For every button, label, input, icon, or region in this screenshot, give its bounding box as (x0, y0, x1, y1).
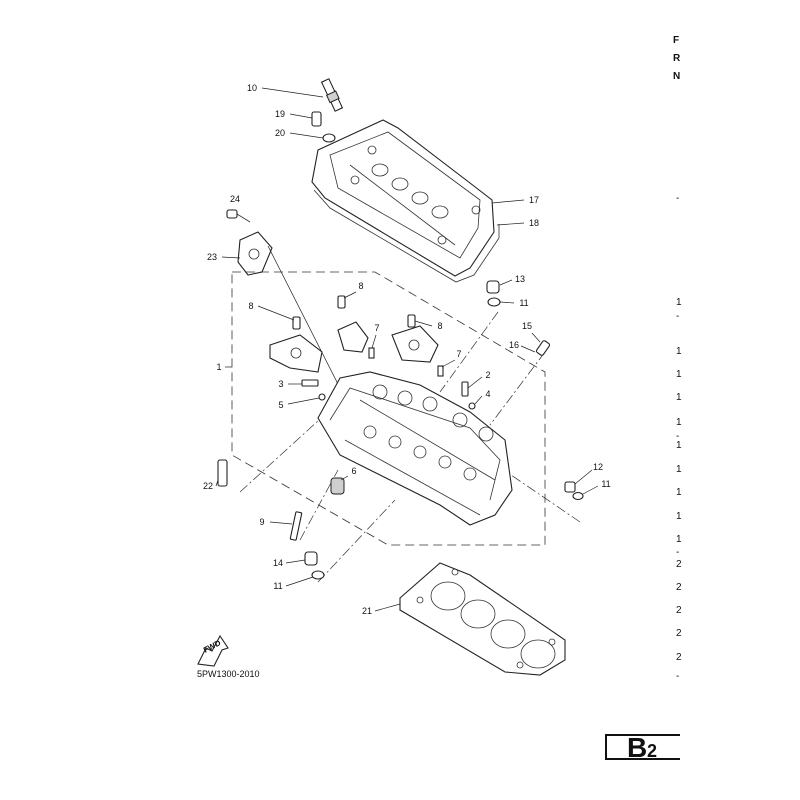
part-head-gasket (399, 562, 566, 676)
part-bolt-15 (535, 340, 551, 356)
callout-1: 1 (216, 362, 222, 372)
page-label-letter: B (627, 732, 648, 763)
margin-row: 1 (676, 417, 682, 428)
callout-22: 22 (202, 481, 214, 491)
part-ring-11-bottom (311, 570, 325, 580)
part-ring-11-right (572, 491, 584, 501)
figure-code: 5PW1300-2010 (197, 669, 260, 679)
part-2 (461, 381, 469, 397)
callout-11-top: 11 (519, 298, 529, 308)
callout-11-bottom: 11 (273, 581, 283, 591)
margin-row: 2 (676, 582, 682, 593)
part-bolt-19 (311, 111, 322, 127)
part-bolt-8 (292, 295, 416, 330)
part-valve-cover-gasket (313, 189, 500, 283)
margin-row: 2 (676, 605, 682, 616)
margin-header-0: F (673, 35, 680, 46)
margin-row: 1 (676, 297, 682, 308)
margin-row: 1 (676, 487, 682, 498)
callout-8-left: 8 (248, 301, 254, 311)
callout-20: 20 (274, 128, 286, 138)
callout-2: 2 (485, 370, 491, 380)
callout-11-right: 11 (601, 479, 611, 489)
callout-23: 23 (206, 252, 218, 262)
callout-24: 24 (229, 194, 241, 204)
callout-16: 16 (508, 340, 520, 350)
callout-7-left: 7 (374, 323, 380, 333)
callout-8-center: 8 (358, 281, 364, 291)
callout-13: 13 (514, 274, 526, 284)
margin-row: 1 (676, 440, 682, 451)
callout-21: 21 (361, 606, 373, 616)
part-dowel-7 (368, 347, 444, 377)
part-bolt-22 (217, 459, 228, 487)
callout-17: 17 (528, 195, 540, 205)
page-label-box: B 2 (605, 732, 680, 763)
margin-row: 1 (676, 534, 682, 545)
callout-7-right: 7 (456, 349, 462, 359)
part-washer-20 (322, 133, 336, 143)
callout-leaders (215, 87, 599, 612)
margin-dash: - (676, 193, 680, 204)
margin-dash: - (676, 671, 680, 682)
part-plate-23 (237, 231, 273, 276)
callout-9: 9 (259, 517, 265, 527)
part-camshaft-cap-right (391, 325, 439, 363)
margin-row: 2 (676, 559, 682, 570)
margin-header-2: N (673, 71, 681, 82)
part-plug-6 (330, 477, 345, 495)
callout-6: 6 (351, 466, 357, 476)
margin-header-1: R (673, 53, 681, 64)
margin-row: 1 (676, 464, 682, 475)
part-spark-plug (320, 78, 344, 112)
margin-dash: - (676, 431, 680, 442)
part-stud-9 (289, 511, 303, 541)
callout-15: 15 (521, 321, 533, 331)
callout-3: 3 (278, 379, 284, 389)
part-camshaft-cap-left (269, 334, 323, 373)
assembly-outline (231, 271, 546, 546)
part-o-ring-5 (318, 393, 326, 401)
callout-19: 19 (274, 109, 286, 119)
margin-row: 2 (676, 652, 682, 663)
margin-dash: - (676, 311, 680, 322)
margin-dash: - (676, 547, 680, 558)
margin-row: 1 (676, 511, 682, 522)
margin-row: 1 (676, 392, 682, 403)
callout-4: 4 (485, 389, 491, 399)
part-14 (304, 551, 318, 566)
guide-lines (239, 245, 581, 583)
callout-12: 12 (592, 462, 604, 472)
part-4 (468, 402, 476, 410)
callout-5: 5 (278, 400, 284, 410)
part-ring-11-top (487, 297, 501, 307)
part-13 (486, 280, 500, 294)
part-12 (564, 481, 576, 493)
part-valve-cover (311, 119, 495, 277)
margin-row: 2 (676, 628, 682, 639)
part-cylinder-head (317, 371, 513, 526)
page-label-number: 2 (647, 741, 658, 761)
callout-14: 14 (272, 558, 284, 568)
part-stud-3 (301, 379, 319, 387)
fwd-arrow-icon (197, 634, 229, 667)
callout-18: 18 (528, 218, 540, 228)
part-bolt-24 (226, 209, 251, 223)
margin-row: 1 (676, 369, 682, 380)
callout-10: 10 (246, 83, 258, 93)
callout-8-right: 8 (437, 321, 443, 331)
margin-row: 1 (676, 346, 682, 357)
part-camshaft-cap-center (337, 321, 369, 353)
